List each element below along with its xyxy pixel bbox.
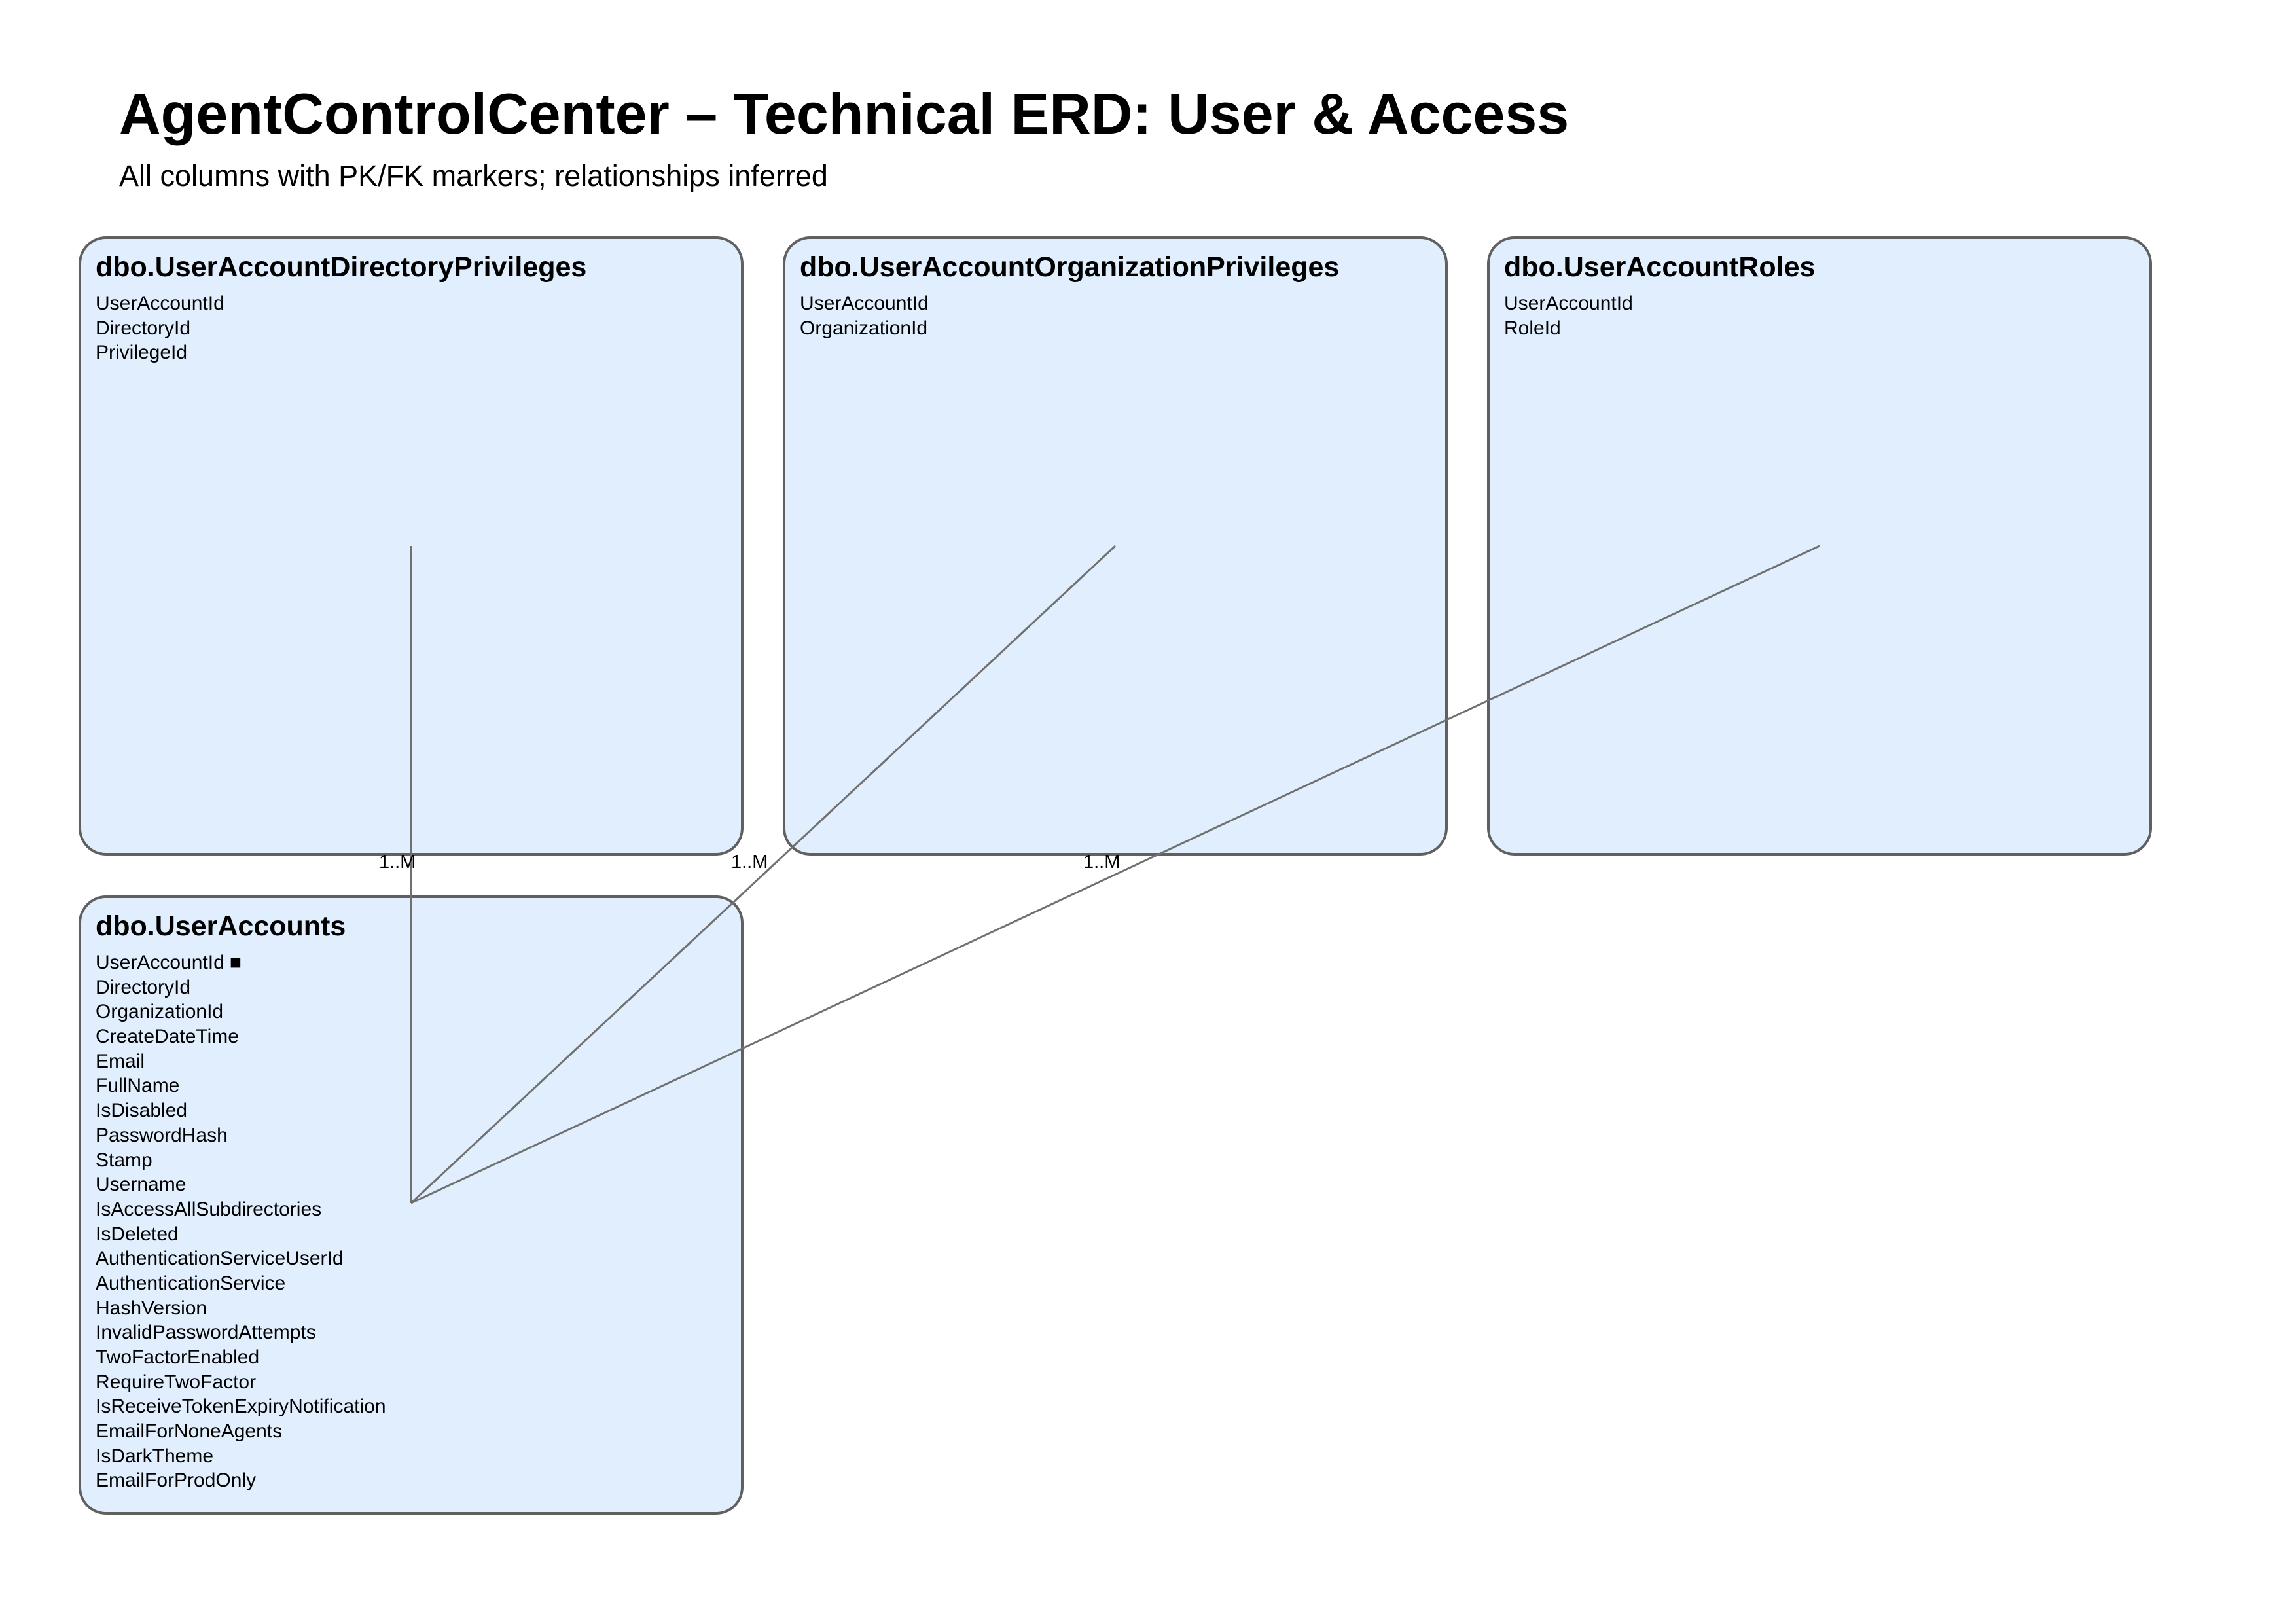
column-item: PasswordHash <box>96 1124 228 1146</box>
entity-title: dbo.UserAccounts <box>96 911 346 942</box>
column-list: UserAccountId RoleId <box>1504 291 1633 340</box>
entity-title: dbo.UserAccountRoles <box>1504 251 1816 283</box>
entity-user-account-organization-privileges[interactable]: dbo.UserAccountOrganizationPrivileges Us… <box>783 236 1448 856</box>
column-item: UserAccountId <box>800 293 929 314</box>
column-list: UserAccountId OrganizationId <box>800 291 929 340</box>
column-item: RequireTwoFactor <box>96 1371 257 1393</box>
column-item: UserAccountId <box>96 293 224 314</box>
column-item: IsDarkTheme <box>96 1445 214 1467</box>
column-item: DirectoryId <box>96 976 191 998</box>
primary-key-icon: ■ <box>229 952 242 973</box>
column-item: Username <box>96 1174 187 1196</box>
column-item: OrganizationId <box>800 317 928 339</box>
diagram-title: AgentControlCenter – Technical ERD: User… <box>119 81 1570 146</box>
column-name: UserAccountId <box>96 952 224 973</box>
column-item: RoleId <box>1504 317 1561 339</box>
column-item: AuthenticationServiceUserId <box>96 1248 344 1270</box>
column-item: InvalidPasswordAttempts <box>96 1322 316 1344</box>
column-item: UserAccountId <box>1504 293 1633 314</box>
column-item: IsReceiveTokenExpiryNotification <box>96 1396 386 1418</box>
column-item: DirectoryId <box>96 317 191 339</box>
column-item: EmailForNoneAgents <box>96 1420 283 1443</box>
column-item: PrivilegeId <box>96 342 188 364</box>
column-item: OrganizationId <box>96 1001 224 1023</box>
column-item: EmailForProdOnly <box>96 1470 257 1492</box>
column-item: TwoFactorEnabled <box>96 1346 260 1368</box>
column-item: Stamp <box>96 1149 152 1171</box>
column-item: IsDisabled <box>96 1100 188 1122</box>
column-list: UserAccountId DirectoryId PrivilegeId <box>96 291 224 365</box>
column-item: CreateDateTime <box>96 1026 239 1048</box>
column-item: UserAccountId■ <box>96 950 386 975</box>
entity-title: dbo.UserAccountOrganizationPrivileges <box>800 251 1340 283</box>
cardinality-label: 1..M <box>1083 852 1121 873</box>
column-list: UserAccountId■ DirectoryId OrganizationI… <box>96 950 386 1493</box>
column-item: AuthenticationService <box>96 1272 286 1294</box>
cardinality-label: 1..M <box>379 852 416 873</box>
column-item: IsAccessAllSubdirectories <box>96 1198 322 1220</box>
column-item: Email <box>96 1050 145 1072</box>
entity-user-account-directory-privileges[interactable]: dbo.UserAccountDirectoryPrivileges UserA… <box>79 236 744 856</box>
entity-title: dbo.UserAccountDirectoryPrivileges <box>96 251 587 283</box>
cardinality-label: 1..M <box>731 852 768 873</box>
entity-user-account-roles[interactable]: dbo.UserAccountRoles UserAccountId RoleI… <box>1487 236 2152 856</box>
column-item: IsDeleted <box>96 1223 179 1245</box>
column-item: HashVersion <box>96 1297 207 1319</box>
diagram-subtitle: All columns with PK/FK markers; relation… <box>119 159 828 192</box>
column-item: FullName <box>96 1075 180 1097</box>
entity-user-accounts[interactable]: dbo.UserAccounts UserAccountId■ Director… <box>79 895 744 1515</box>
